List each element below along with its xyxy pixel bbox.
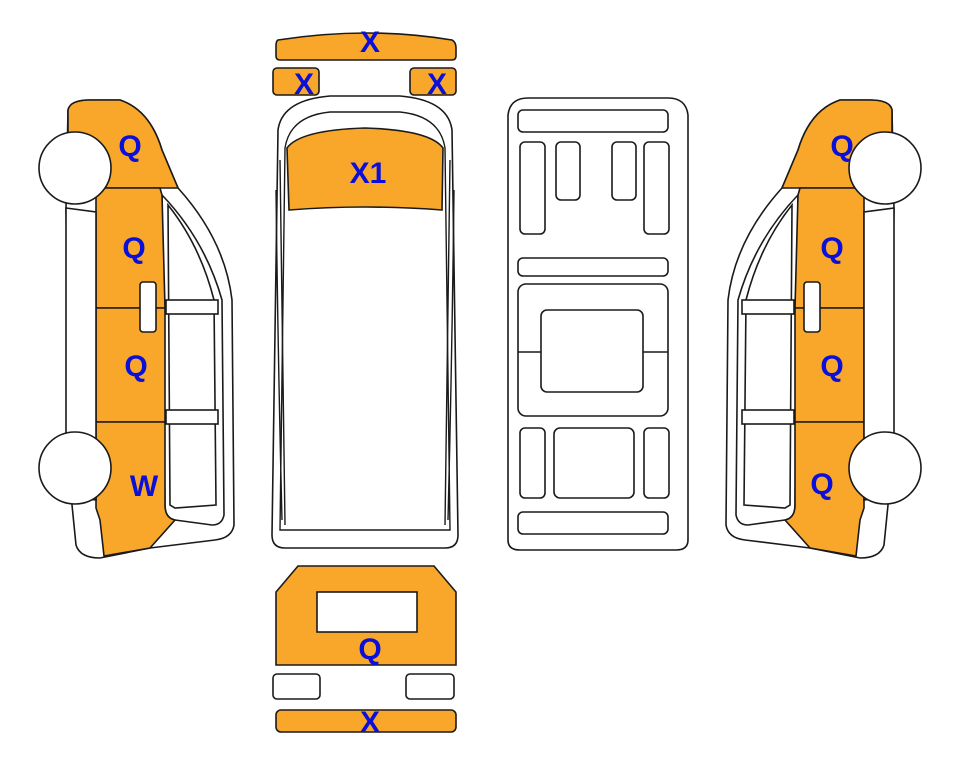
underside-view (507, 97, 689, 551)
top-view-inner-outline (279, 111, 451, 531)
right-side-view (725, 99, 922, 559)
left-front-wheel (38, 131, 112, 205)
underside-front-seat-left (519, 141, 546, 235)
label-mirror-left: X (294, 68, 314, 101)
left-front-bumper (65, 207, 97, 501)
underside-front-seat-mid-right (611, 141, 637, 201)
underside-rear-center (553, 427, 635, 499)
windshield-part[interactable] (286, 127, 444, 211)
left-door-handle (139, 281, 157, 333)
front-top-parts (272, 32, 457, 96)
right-door-handle (803, 281, 821, 333)
label-right-front-door: Q (820, 232, 843, 265)
left-window-inner (167, 202, 217, 509)
rear-view (272, 565, 457, 733)
label-roof-front-bar: X (360, 26, 380, 59)
label-rear-bumper: X (360, 706, 380, 739)
left-pillar-1 (165, 299, 219, 315)
underside-front-bar (517, 109, 669, 133)
top-right-edge-line (444, 159, 451, 526)
right-rear-panel-part[interactable] (783, 421, 865, 557)
label-left-front-door: Q (122, 232, 145, 265)
left-pillar-2 (165, 409, 219, 425)
label-right-rear-panel: Q (810, 468, 833, 501)
underside-front-seat-mid-left (555, 141, 581, 201)
right-rear-wheel (848, 431, 922, 505)
right-window-inner (743, 202, 793, 509)
rear-bumper-part[interactable] (275, 709, 457, 733)
label-left-rear-door: Q (124, 350, 147, 383)
label-left-front-fender: Q (118, 130, 141, 163)
left-side-view (38, 99, 235, 559)
underside-rear-seat-right (643, 427, 670, 499)
underside-rear-bar (517, 511, 669, 535)
label-right-front-fender: Q (830, 130, 853, 163)
rear-light-right (405, 673, 455, 700)
right-front-wheel (848, 131, 922, 205)
underside-front-seat-right (643, 141, 670, 235)
top-view (271, 95, 459, 549)
right-pillar-2 (741, 409, 795, 425)
top-right-edge-line-2 (447, 189, 455, 521)
damage-labels: X X X X1 Q Q Q W Q Q Q Q Q X (118, 26, 853, 739)
right-pillar-1 (741, 299, 795, 315)
mirror-left-part[interactable] (272, 67, 320, 96)
label-mirror-right: X (427, 68, 447, 101)
label-left-rear-panel: W (130, 470, 159, 503)
rear-light-left (272, 673, 321, 700)
top-left-edge-line (279, 159, 286, 526)
left-rear-wheel (38, 431, 112, 505)
underside-center-table (540, 309, 644, 393)
roof-front-bar-part[interactable] (275, 32, 457, 61)
right-front-bumper (863, 207, 895, 501)
underside-mid-bar (517, 257, 669, 277)
label-windshield: X1 (350, 157, 387, 190)
rear-window (316, 591, 418, 633)
top-view-body-outline (271, 95, 459, 549)
top-left-edge-line-2 (275, 189, 283, 521)
label-rear-door: Q (358, 633, 381, 666)
left-front-fender-part[interactable] (67, 99, 180, 189)
label-right-rear-door: Q (820, 350, 843, 383)
mirror-right-part[interactable] (409, 67, 457, 96)
underside-rear-seat-left (519, 427, 546, 499)
right-front-fender-part[interactable] (780, 99, 893, 189)
left-rear-panel-part[interactable] (95, 421, 177, 557)
